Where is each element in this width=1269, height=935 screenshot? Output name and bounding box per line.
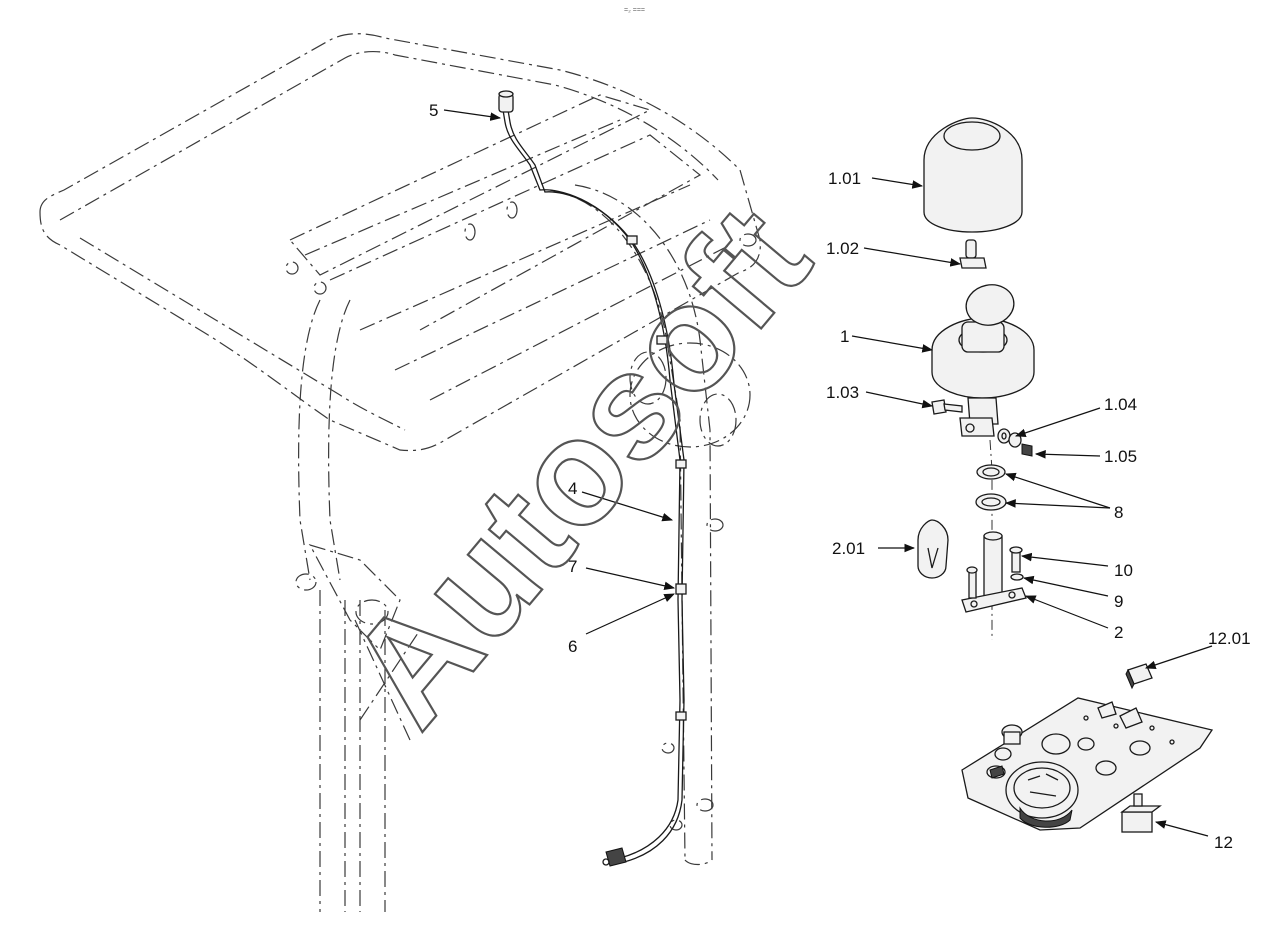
- header-mark: =₂ ===: [624, 7, 645, 14]
- part-1-01-beacon-lens: [923, 117, 1023, 233]
- part-5-terminal: [498, 90, 514, 113]
- part-12-switch: [1120, 793, 1162, 833]
- callout-1-02: 1.02: [826, 239, 859, 258]
- callout-6: 6: [568, 637, 577, 656]
- part-1-04-washers: [997, 428, 1022, 448]
- callout-1-01: 1.01: [828, 169, 861, 188]
- callout-5: 5: [429, 101, 438, 120]
- callout-9: 9: [1114, 592, 1123, 611]
- watermark-text: Autosoft: [316, 175, 841, 755]
- part-1-05-nut: [1021, 443, 1033, 457]
- callout-1-03: 1.03: [826, 383, 859, 402]
- part-1-beacon-body: [931, 284, 1035, 437]
- part-2-01-cap: [917, 519, 949, 579]
- callout-4: 4: [568, 479, 577, 498]
- part-8-seal-rings: [975, 464, 1007, 511]
- callout-12-01: 12.01: [1208, 629, 1251, 648]
- callout-labels: 5 1.01 1.02 1 1.03 1.04 1.05 4 8 2.01 10…: [429, 101, 1251, 852]
- callout-8: 8: [1114, 503, 1123, 522]
- instrument-panel: [961, 697, 1214, 831]
- callout-1-04: 1.04: [1104, 395, 1137, 414]
- callout-2-01: 2.01: [832, 539, 865, 558]
- callout-1: 1: [840, 327, 849, 346]
- part-9-washer: [1010, 573, 1024, 581]
- callout-12: 12: [1214, 833, 1233, 852]
- callout-1-05: 1.05: [1104, 447, 1137, 466]
- wire-harness: [502, 109, 687, 867]
- part-12-01-knob: [1125, 663, 1153, 690]
- cab-frame-ghost: [39, 33, 761, 912]
- part-1-03-bolt: [931, 399, 963, 415]
- part-2-mount-bracket: [961, 531, 1027, 613]
- callout-2: 2: [1114, 623, 1123, 642]
- part-1-02-bulb: [959, 239, 987, 269]
- callout-7: 7: [568, 557, 577, 576]
- callout-leaders: [443, 109, 1213, 837]
- callout-10: 10: [1114, 561, 1133, 580]
- part-10-bolt: [1009, 546, 1023, 573]
